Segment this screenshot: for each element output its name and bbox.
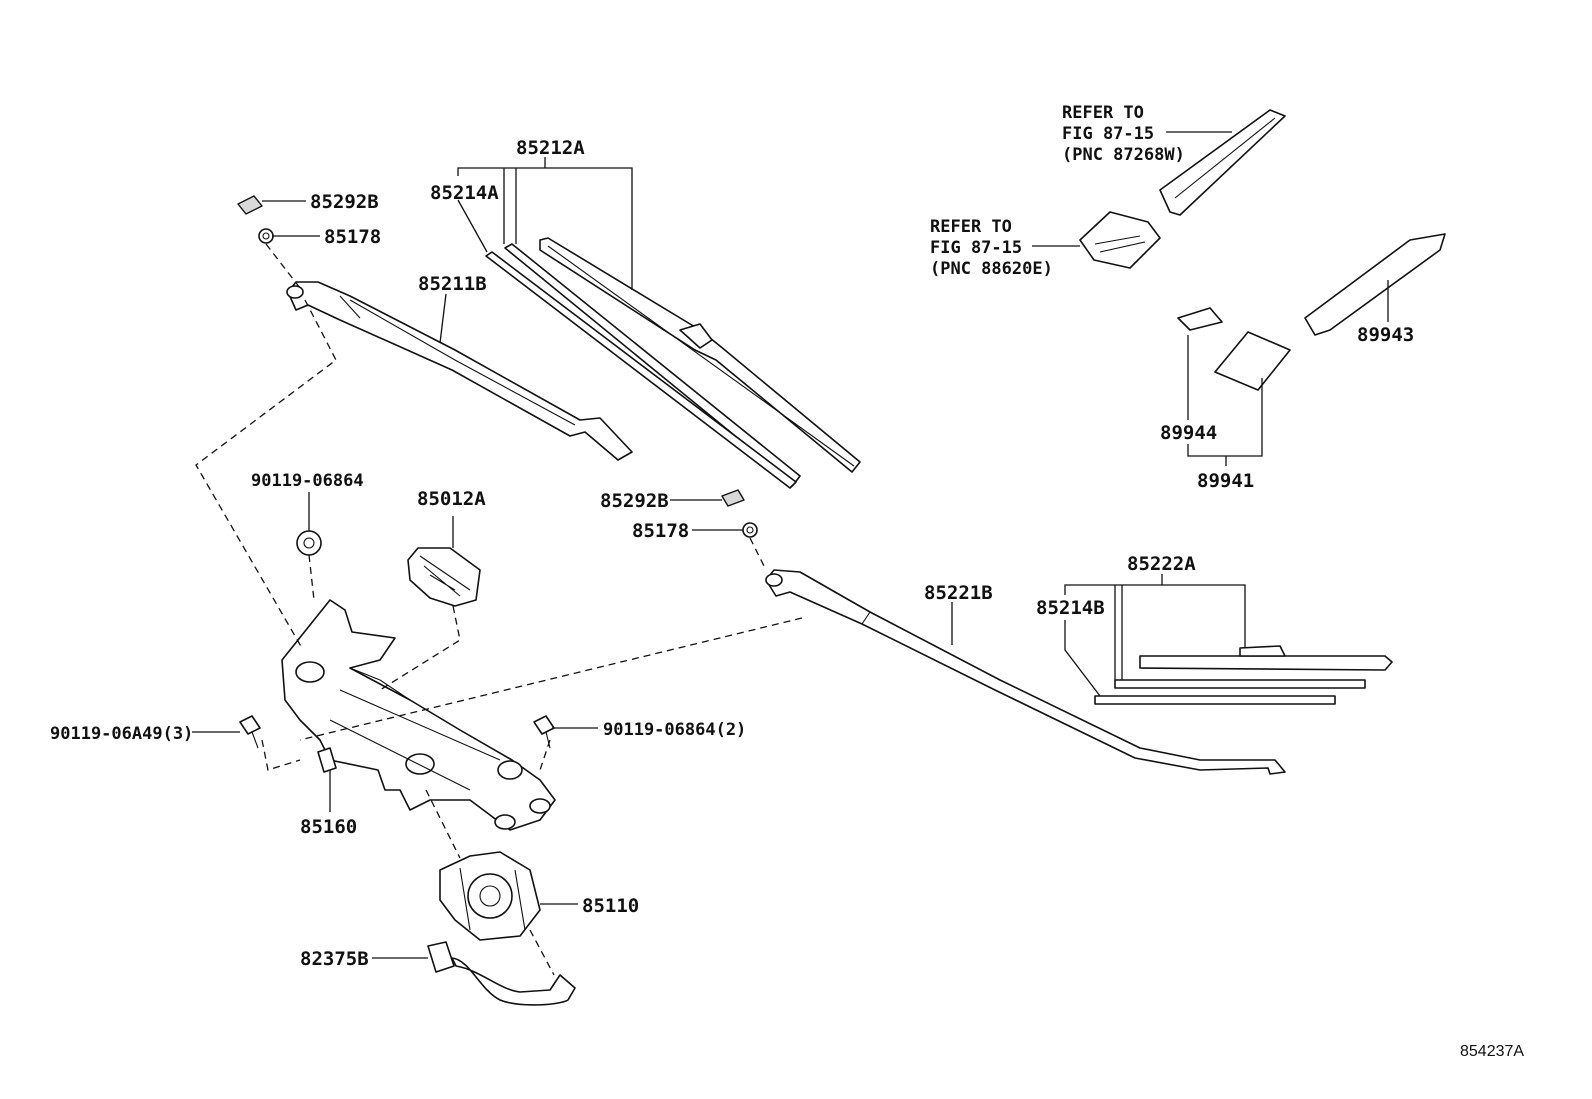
nut-85178-right bbox=[742, 522, 758, 538]
label-85178-right: 85178 bbox=[632, 520, 689, 542]
label-85012a: 85012A bbox=[417, 488, 486, 510]
key-part-refer-88620e bbox=[1079, 211, 1161, 269]
label-85212a: 85212A bbox=[516, 137, 585, 159]
label-90119-06864-2: 90119-06864(2) bbox=[603, 720, 746, 740]
label-82375b: 82375B bbox=[300, 948, 369, 970]
wiper-arm-refer-87268w bbox=[1159, 109, 1286, 216]
nut-85178-left bbox=[258, 228, 274, 244]
label-89943: 89943 bbox=[1357, 324, 1414, 346]
key-shell-89944 bbox=[1177, 307, 1223, 331]
label-90119-06864: 90119-06864 bbox=[251, 471, 364, 491]
wiper-blade-85212a bbox=[485, 237, 861, 489]
label-85221b: 85221B bbox=[924, 582, 993, 604]
label-85292b-right: 85292B bbox=[600, 490, 669, 512]
wiper-blade-85222a bbox=[1094, 645, 1393, 705]
refer-88620e-line1: REFER TO bbox=[930, 217, 1012, 237]
label-85292b-left: 85292B bbox=[310, 191, 379, 213]
refer-87268w-line1: REFER TO bbox=[1062, 103, 1144, 123]
leader-lines bbox=[192, 131, 1389, 959]
dashed-lines bbox=[195, 243, 803, 976]
refer-88620e-line3: (PNC 88620E) bbox=[930, 259, 1053, 279]
refer-88620e-line2: FIG 87-15 bbox=[930, 238, 1022, 258]
label-85211b: 85211B bbox=[418, 273, 487, 295]
label-85214a: 85214A bbox=[430, 182, 499, 204]
wiper-linkage-85160 bbox=[281, 599, 556, 831]
key-case-89941 bbox=[1214, 331, 1291, 391]
label-90119-06a49-3: 90119-06A49(3) bbox=[50, 724, 193, 744]
wiper-arm-85211b bbox=[286, 281, 633, 461]
bolt-90119-06864-2 bbox=[533, 715, 555, 749]
refer-87268w-line2: FIG 87-15 bbox=[1062, 124, 1154, 144]
label-85222a: 85222A bbox=[1127, 553, 1196, 575]
part-labels: 85292B 85178 85212A 85214A 85211B 90119-… bbox=[50, 103, 1524, 1060]
label-85110: 85110 bbox=[582, 895, 639, 917]
figure-id: 854237A bbox=[1460, 1043, 1524, 1060]
nut-90119-06864 bbox=[296, 530, 322, 556]
label-89944: 89944 bbox=[1160, 422, 1217, 444]
harness-82375b bbox=[427, 941, 576, 1006]
refer-87268w-line3: (PNC 87268W) bbox=[1062, 145, 1185, 165]
cap-85292b-right bbox=[721, 489, 745, 507]
cover-85012a bbox=[407, 547, 481, 607]
key-blade-89943 bbox=[1304, 233, 1446, 336]
label-85214b: 85214B bbox=[1036, 597, 1105, 619]
label-85160: 85160 bbox=[300, 816, 357, 838]
cap-85292b-left bbox=[237, 195, 263, 215]
wiper-motor-85110 bbox=[439, 851, 541, 941]
wiper-arm-85221b bbox=[765, 569, 1286, 775]
label-89941: 89941 bbox=[1197, 470, 1254, 492]
bolt-90119-06a49 bbox=[239, 715, 261, 749]
label-85178-left: 85178 bbox=[324, 226, 381, 248]
